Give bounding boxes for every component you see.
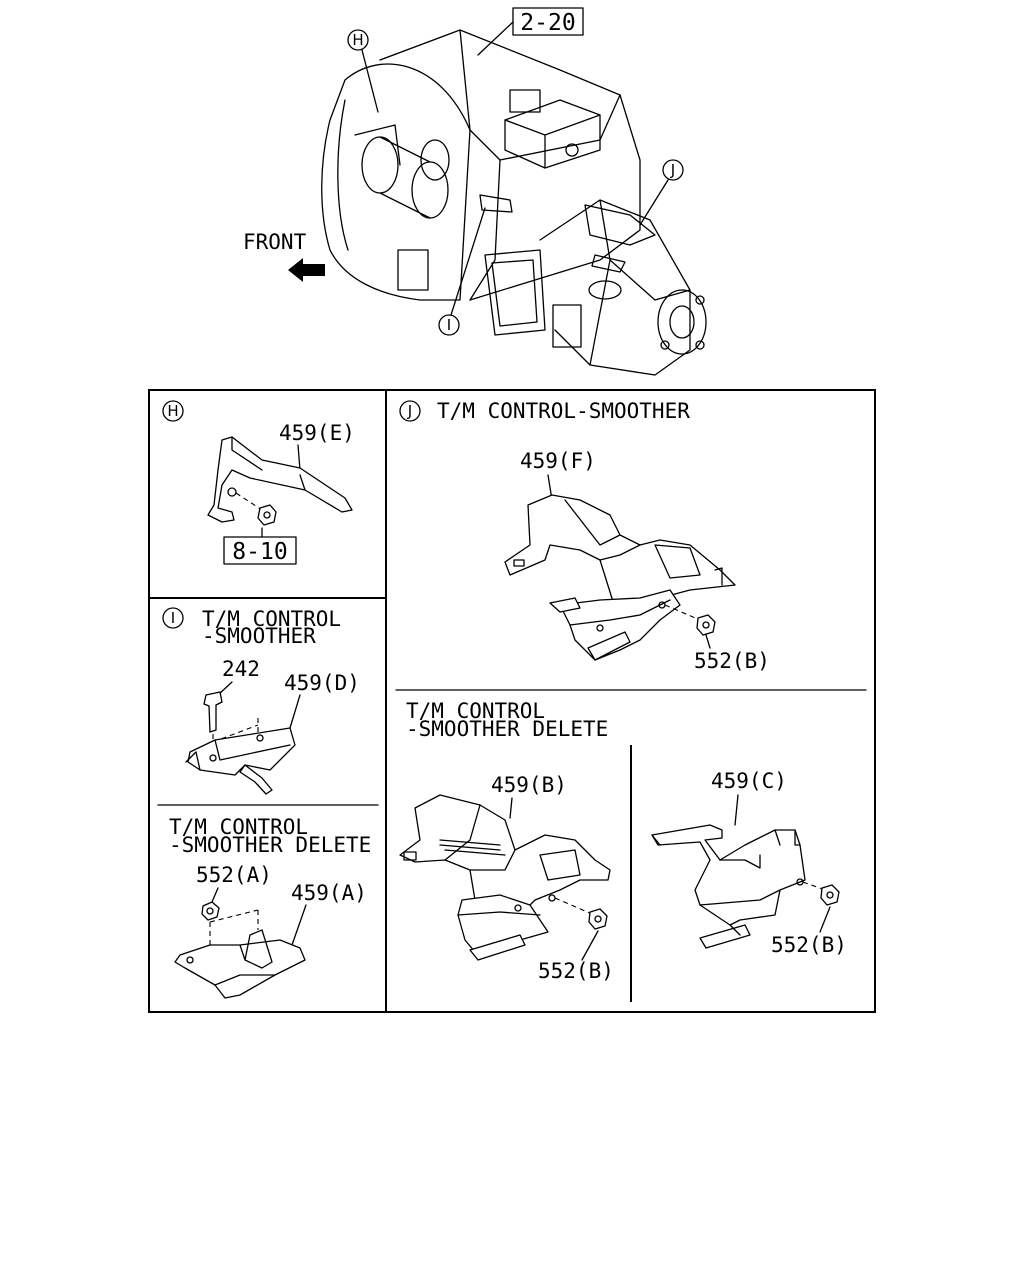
- panel-i-delete-title-line2: -SMOOTHER DELETE: [169, 833, 371, 857]
- part-459f-label: 459(F): [520, 449, 596, 473]
- panel-i-title-line1: T/M CONTROL: [202, 607, 341, 631]
- front-label: FRONT: [243, 230, 307, 254]
- callout-h: H: [347, 29, 379, 113]
- svg-text:J: J: [670, 161, 675, 179]
- ref-box-2-20-label: 2-20: [520, 10, 575, 36]
- panel-i-title-line2: -SMOOTHER: [202, 624, 316, 648]
- part-459b-label: 459(B): [491, 773, 567, 797]
- ref-box-8-10-label: 8-10: [232, 539, 287, 565]
- part-459c-label: 459(C): [711, 769, 787, 793]
- part-459d-label: 459(D): [284, 671, 360, 695]
- nut-icon: [201, 901, 220, 921]
- ref-box-2-20: 2-20: [477, 7, 584, 56]
- panel-j-delete-title-line2: -SMOOTHER DELETE: [406, 717, 608, 741]
- bracket-459d: [187, 727, 296, 776]
- bolt-icon: [203, 691, 223, 733]
- panel-j-delete-title-line1: T/M CONTROL: [406, 699, 545, 723]
- nut-icon: [820, 884, 840, 906]
- nut-icon: [588, 908, 608, 930]
- nut-552b-j-label: 552(B): [694, 649, 770, 673]
- bracket-459c: [651, 824, 806, 926]
- panel-i-marker: I: [171, 609, 175, 627]
- callout-i: I: [438, 207, 486, 336]
- panel-j-marker: J: [407, 402, 412, 420]
- part-459a-label: 459(A): [291, 881, 367, 905]
- front-arrow-icon: [288, 258, 325, 282]
- nut-icon: [696, 614, 716, 636]
- bracket-459f: [504, 494, 736, 611]
- panel-h: H 459(E) 8-10: [162, 400, 355, 565]
- panel-j-title: T/M CONTROL-SMOOTHER: [437, 399, 690, 423]
- nut-552b-c-label: 552(B): [771, 933, 847, 957]
- svg-text:I: I: [447, 316, 451, 334]
- bracket-459a: [174, 939, 306, 999]
- bracket-459e: [207, 436, 353, 523]
- panel-i-delete-title-line1: T/M CONTROL: [169, 815, 308, 839]
- callout-j: J: [639, 159, 684, 226]
- panel-h-marker: H: [167, 402, 178, 420]
- part-459e-label: 459(E): [279, 421, 355, 445]
- panel-j: J T/M CONTROL-SMOOTHER 459(F) 552(B): [399, 399, 770, 673]
- panel-i-delete: T/M CONTROL -SMOOTHER DELETE 552(A) 459(…: [169, 815, 371, 999]
- detail-frame: [148, 389, 876, 1013]
- nut-552b-b-label: 552(B): [538, 959, 614, 983]
- nut-552a-label: 552(A): [196, 863, 272, 887]
- transmission-overview: [321, 29, 707, 376]
- bracket-459b: [399, 794, 611, 911]
- nut-icon: [257, 504, 277, 526]
- panel-i: I T/M CONTROL -SMOOTHER 242 459(D): [162, 607, 360, 795]
- svg-text:H: H: [352, 31, 363, 49]
- panel-j-delete: T/M CONTROL -SMOOTHER DELETE 459(B) 552(…: [399, 699, 847, 983]
- bolt-242-label: 242: [222, 657, 260, 681]
